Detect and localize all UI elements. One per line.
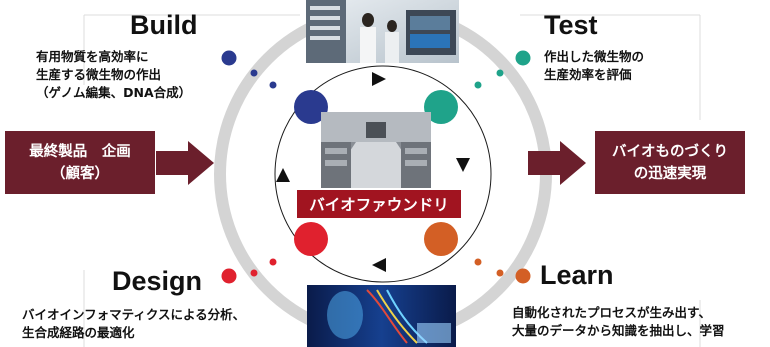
build-line-2: 生産する微生物の作出: [36, 67, 162, 82]
design-small-dot-2: [250, 269, 258, 277]
learn-description: 自動化されたプロセスが生み出す、 大量のデータから知識を抽出し、学習: [512, 304, 725, 340]
learn-small-dot-2: [496, 269, 504, 277]
learn-line-2: 大量のデータから知識を抽出し、学習: [512, 323, 725, 338]
output-arrow-icon: [528, 141, 586, 185]
product-planning-line-2: （顧客）: [51, 165, 109, 182]
product-planning-line-1: 最終製品 企画: [29, 143, 131, 160]
test-heading-dot: [515, 50, 531, 66]
learn-heading-dot: [515, 268, 531, 284]
test-heading: Test: [544, 10, 598, 40]
learn-line-1: 自動化されたプロセスが生み出す、: [512, 305, 712, 320]
cycle-arrow-top: [372, 72, 386, 86]
design-heading-dot: [221, 268, 237, 284]
test-line-1: 作出した微生物の: [544, 49, 645, 64]
build-heading: Build: [130, 10, 198, 40]
learn-small-dot-1: [474, 258, 482, 266]
build-heading-dot: [221, 50, 237, 66]
automated-lab-photo: [321, 112, 431, 194]
test-line-2: 生産効率を評価: [544, 67, 632, 82]
build-description: 有用物質を高効率に 生産する微生物の作出 （ゲノム編集、DNA合成）: [36, 48, 191, 102]
design-description: バイオインフォマティクスによる分析、 生合成経路の最適化: [22, 306, 245, 342]
test-small-dot-2: [496, 69, 504, 77]
design-large-dot: [294, 222, 328, 256]
corner-frames: [83, 14, 701, 347]
cycle-arrow-left: [276, 168, 290, 182]
test-large-dot: [424, 90, 458, 124]
dna-data-visual: [307, 285, 456, 347]
design-line-2: 生合成経路の最適化: [22, 325, 135, 340]
build-large-dot: [294, 90, 328, 124]
design-heading: Design: [112, 266, 203, 296]
learn-large-dot: [424, 222, 458, 256]
build-small-dot-1: [269, 81, 277, 89]
cycle-arrow-right: [456, 158, 470, 172]
product-planning-box: 最終製品 企画 （顧客）: [5, 131, 155, 194]
design-line-1: バイオインフォマティクスによる分析、: [22, 307, 246, 322]
build-line-3: （ゲノム編集、DNA合成）: [36, 85, 192, 100]
rapid-realization-line-1: バイオものづくり: [612, 143, 728, 160]
test-small-dot-1: [474, 81, 482, 89]
inner-ring: [274, 65, 492, 283]
cycle-arrow-bottom: [372, 258, 386, 272]
input-arrow-icon: [156, 141, 214, 185]
design-small-dot-1: [269, 258, 277, 266]
build-small-dot-2: [250, 69, 258, 77]
laboratory-photo: [306, 0, 459, 63]
test-description: 作出した微生物の 生産効率を評価: [544, 48, 644, 84]
learn-heading: Learn: [540, 260, 614, 290]
rapid-realization-line-2: の迅速実現: [633, 165, 707, 182]
build-line-1: 有用物質を高効率に: [36, 49, 149, 64]
rapid-realization-box: バイオものづくり の迅速実現: [595, 131, 745, 194]
biofoundry-banner: バイオファウンドリ: [295, 188, 463, 220]
